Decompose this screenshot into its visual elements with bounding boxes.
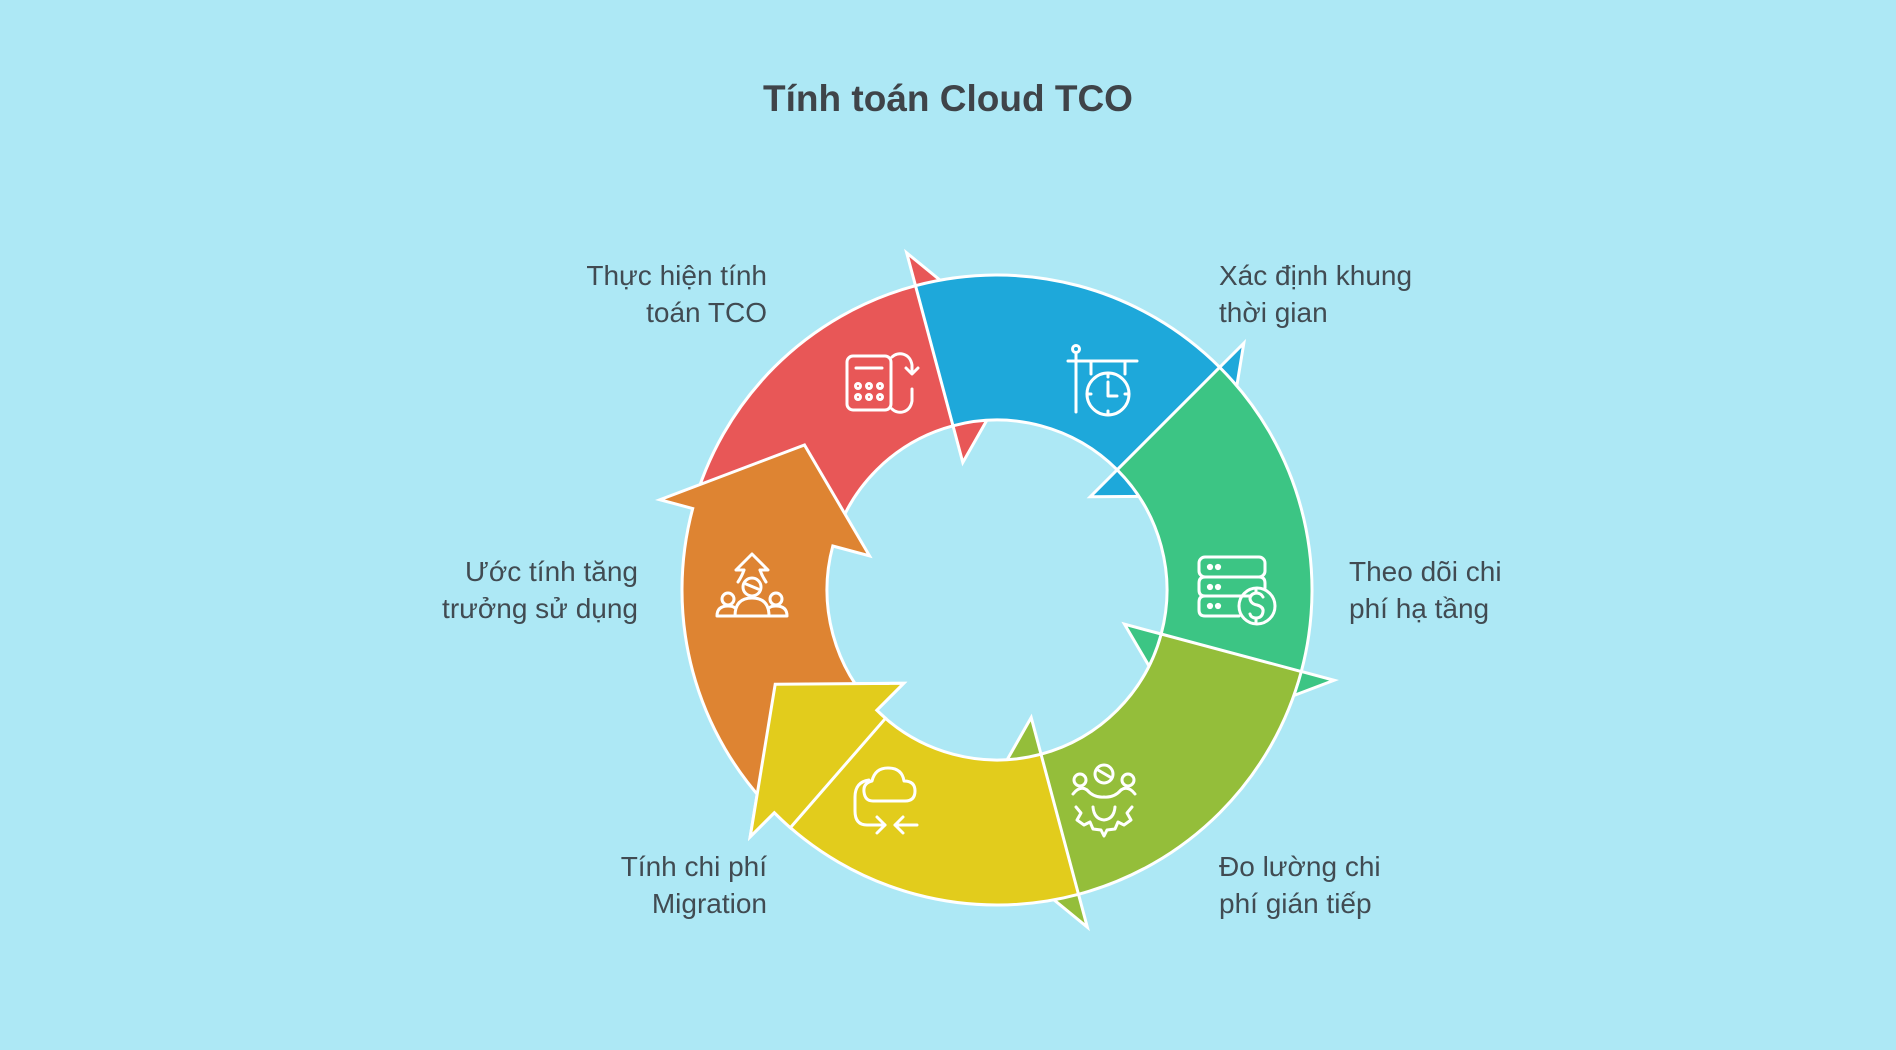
label-line: Xác định khung <box>1219 260 1413 291</box>
label-line: Theo dõi chi <box>1349 556 1502 587</box>
label-line: Thực hiện tính <box>586 260 767 291</box>
step-label-indirect-cost: Đo lường chi phí gián tiếp <box>1219 848 1381 922</box>
step-label-perform-tco: Thực hiện tính toán TCO <box>586 257 767 331</box>
label-line: phí hạ tầng <box>1349 593 1490 624</box>
step-label-infra-cost: Theo dõi chi phí hạ tầng <box>1349 553 1502 627</box>
label-line: phí gián tiếp <box>1219 888 1372 919</box>
label-line: Tính chi phí <box>620 851 767 882</box>
label-line: Ước tính tăng <box>464 556 638 587</box>
server-dollar-icon <box>1197 555 1277 626</box>
label-line: toán TCO <box>646 297 767 328</box>
cycle-arrowhead-yellow <box>747 681 908 842</box>
step-label-define-timeframe: Xác định khung thời gian <box>1219 257 1412 331</box>
diagram-title: Tính toán Cloud TCO <box>763 78 1133 119</box>
step-label-usage-growth: Ước tính tăng trưởng sử dụng <box>442 553 638 627</box>
hanging-clock-sign-icon <box>1066 344 1139 417</box>
label-line: trưởng sử dụng <box>442 593 638 624</box>
label-line: Đo lường chi <box>1219 851 1381 882</box>
cloud-migration-icon <box>853 766 919 835</box>
label-line: Migration <box>651 888 767 919</box>
label-line: thời gian <box>1219 297 1328 328</box>
step-label-migration-cost: Tính chi phí Migration <box>621 848 767 922</box>
calculator-refresh-icon <box>845 352 920 414</box>
group-growth-icon <box>715 552 789 618</box>
team-gear-icon <box>1071 763 1137 838</box>
